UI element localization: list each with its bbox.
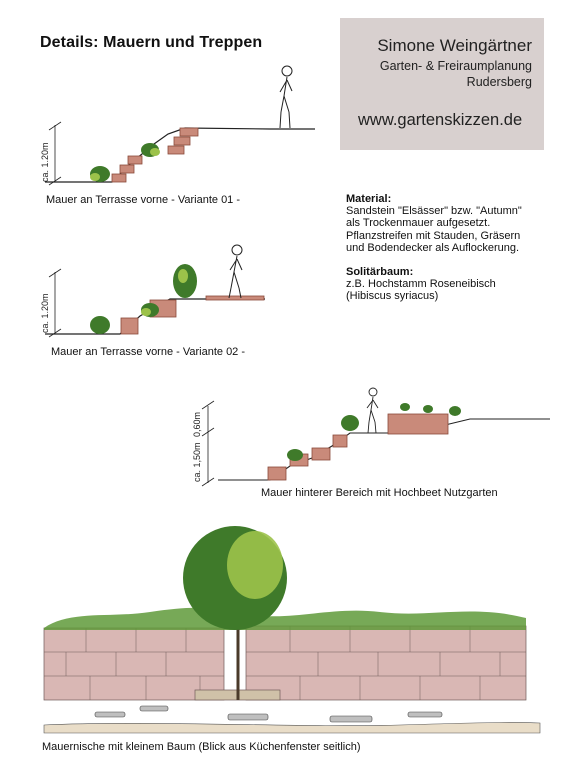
dimension-label: 0,60m	[192, 411, 202, 437]
website-link[interactable]: www.gartenskizzen.de	[358, 111, 523, 129]
caption-mauernische: Mauernische mit kleinem Baum (Blick aus …	[42, 741, 361, 753]
tree-line: z.B. Hochstamm Roseneibisch	[346, 278, 496, 291]
sketch-variant-01	[45, 65, 315, 186]
sketch-variant-02	[45, 244, 265, 338]
sketch-hochbeet	[201, 387, 550, 487]
caption-variant-01: Mauer an Terrasse vorne - Variante 01 -	[46, 194, 241, 206]
designer-profession: Garten- & Freiraumplanung	[379, 59, 532, 73]
dimension-label: ca. 1.20m	[40, 142, 50, 182]
designer-location: Rudersberg	[466, 75, 532, 89]
designer-name: Simone Weingärtner	[377, 36, 532, 55]
material-line: Sandstein "Elsässer" bzw. "Autumn"	[346, 205, 522, 218]
material-line: als Trockenmauer aufgesetzt.	[346, 217, 491, 230]
material-heading: Material:	[346, 193, 392, 205]
tree-line: (Hibiscus syriacus)	[346, 290, 439, 303]
material-info: Material: Sandstein "Elsässer" bzw. "Aut…	[346, 193, 556, 303]
caption-variant-02: Mauer an Terrasse vorne - Variante 02 -	[51, 346, 246, 358]
page-title: Details: Mauern und Treppen	[40, 34, 263, 51]
dimension-label: ca. 1.20m	[40, 293, 50, 333]
contact-card: Simone Weingärtner Garten- & Freiraumpla…	[340, 18, 544, 150]
sketch-mauernische	[43, 526, 541, 734]
caption-hochbeet: Mauer hinterer Bereich mit Hochbeet Nutz…	[261, 487, 498, 499]
tree-heading: Solitärbaum:	[346, 266, 414, 279]
material-line: Pflanzstreifen mit Stauden, Gräsern	[346, 229, 521, 242]
dimension-label: ca. 1,50m	[192, 442, 202, 482]
material-line: und Bodendecker als Auflockerung.	[346, 241, 520, 254]
